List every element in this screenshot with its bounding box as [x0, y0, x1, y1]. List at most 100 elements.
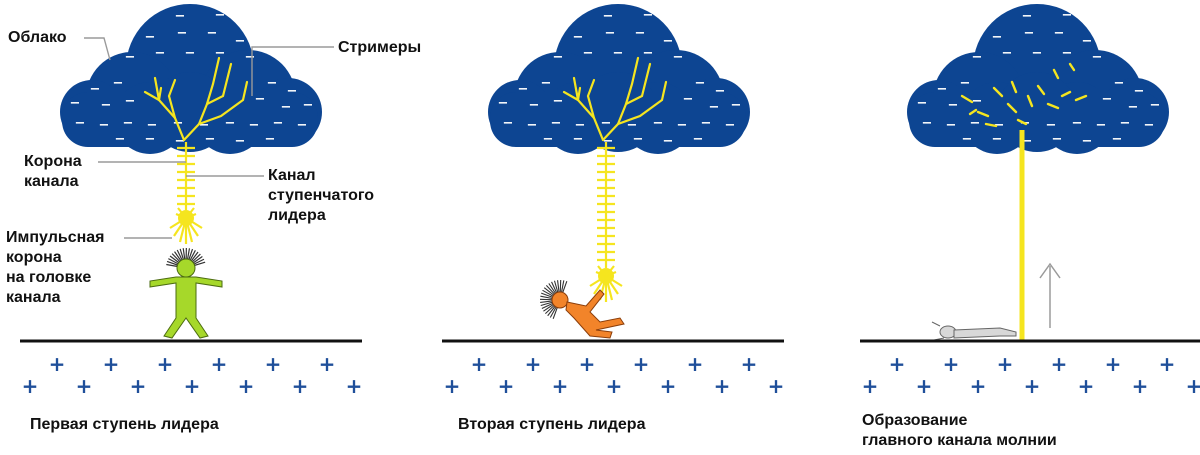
- impulse-corona-ray: [605, 275, 623, 287]
- negative-charge: −: [635, 26, 646, 41]
- streamer-branch: [624, 56, 640, 106]
- negative-charge: −: [541, 76, 552, 91]
- positive-charge: +: [943, 352, 960, 376]
- positive-charge: +: [292, 374, 309, 398]
- negative-charge: −: [962, 132, 973, 147]
- negative-charge: −: [303, 98, 314, 113]
- streamer-branch: [143, 76, 186, 142]
- negative-charge: −: [917, 96, 928, 111]
- negative-charge: −: [603, 9, 614, 24]
- negative-charge: −: [123, 116, 134, 131]
- streamer-branch: [586, 78, 596, 120]
- caption-stage-1: Первая ступень лидера: [30, 416, 219, 433]
- label-leader-channel-line3: лидера: [268, 207, 326, 224]
- negative-charge: −: [1022, 134, 1033, 149]
- negative-charge: −: [970, 116, 981, 131]
- negative-charge: −: [1102, 92, 1113, 107]
- negative-charge: −: [175, 134, 186, 149]
- ground-layer: +++++++++++++++++++++++++++++++++++++++: [20, 339, 1200, 398]
- negative-charge: −: [1002, 46, 1013, 61]
- person-lying: [931, 321, 1017, 341]
- negative-charge: −: [99, 118, 110, 133]
- positive-charge: +: [157, 352, 174, 376]
- impulse-corona-ray: [605, 275, 619, 295]
- caption-stage-3-line2: главного канала молнии: [862, 432, 1057, 449]
- streamer-branch: [616, 80, 668, 126]
- positive-charge: +: [660, 374, 677, 398]
- positive-charge: +: [889, 352, 906, 376]
- streamer-fragment: [984, 122, 998, 128]
- negative-charge: −: [235, 134, 246, 149]
- positive-charge: +: [768, 374, 785, 398]
- positive-charge: +: [741, 352, 758, 376]
- streamer-branch: [205, 56, 221, 106]
- leader-line-streamers: [251, 46, 334, 96]
- impulse-corona-ray: [173, 217, 187, 237]
- negative-charge: −: [265, 132, 276, 147]
- streamer-fragment: [1068, 62, 1076, 72]
- streamers-2: [562, 56, 668, 142]
- negative-charge: −: [673, 50, 684, 65]
- streamer-fragment: [1006, 102, 1018, 114]
- streamer-fragment: [1016, 118, 1028, 126]
- streamer-branch: [167, 78, 177, 120]
- negative-charge: −: [613, 46, 624, 61]
- negative-charge: −: [245, 50, 256, 65]
- streamer-fragment: [1046, 102, 1060, 110]
- negative-charge: −: [207, 26, 218, 41]
- positive-charge: +: [552, 374, 569, 398]
- return-stroke-arrow: [1039, 262, 1061, 328]
- caption-stage-2: Вторая ступень лидера: [458, 416, 646, 433]
- streamer-branch: [157, 86, 163, 102]
- positive-charge: +: [130, 374, 147, 398]
- negative-charge: −: [653, 116, 664, 131]
- positive-charge: +: [1024, 374, 1041, 398]
- negative-charge: −: [235, 34, 246, 49]
- negative-charge: −: [709, 100, 720, 115]
- negative-charge: −: [946, 118, 957, 133]
- ground-2: +++++++++++++: [442, 339, 785, 398]
- positive-charge: +: [579, 352, 596, 376]
- streamer-fragment: [1052, 68, 1060, 80]
- negative-charge: −: [527, 118, 538, 133]
- negative-charge: −: [683, 92, 694, 107]
- positive-charge: +: [714, 374, 731, 398]
- positive-charge: +: [103, 352, 120, 376]
- negative-charge: −: [125, 94, 136, 109]
- negative-charge: −: [287, 84, 298, 99]
- negative-charge: −: [199, 118, 210, 133]
- negative-charge: −: [125, 50, 136, 65]
- streamer-fragment: [976, 110, 990, 118]
- negative-charge: −: [1032, 46, 1043, 61]
- negative-charge: −: [281, 100, 292, 115]
- impulse-corona-ray: [604, 275, 614, 301]
- impulse-corona-ray: [185, 217, 203, 229]
- positive-charge: +: [997, 352, 1014, 376]
- positive-charge: +: [633, 352, 650, 376]
- positive-charge: +: [970, 374, 987, 398]
- negative-charge: −: [994, 118, 1005, 133]
- label-impulse-corona-line4: канала: [6, 289, 61, 306]
- streamer-branch: [197, 80, 249, 126]
- label-leader-channel-line2: ступенчатого: [268, 187, 375, 204]
- cloud-3: −−−−−−−−−−−−−−−−−−−−−−−−−−−−−−−−−−−−−: [907, 4, 1169, 154]
- label-channel-corona-line1: Корона: [24, 153, 82, 170]
- negative-charge: −: [90, 82, 101, 97]
- impulse-corona-ray: [597, 265, 607, 277]
- ground-1: +++++++++++++: [20, 339, 362, 398]
- stepped-leader-1: [169, 142, 203, 244]
- negative-charge: −: [972, 94, 983, 109]
- positive-charge: +: [1078, 374, 1095, 398]
- caption-stage-3-line1: Образование: [862, 412, 968, 429]
- person-standing: [149, 247, 223, 339]
- negative-charge: −: [529, 98, 540, 113]
- negative-charge: −: [731, 98, 742, 113]
- cloud-base: [62, 92, 318, 147]
- negative-charge: −: [948, 98, 959, 113]
- negative-charge: −: [101, 98, 112, 113]
- streamers-3: [960, 62, 1088, 128]
- negative-charge: −: [215, 46, 226, 61]
- negative-charge: −: [249, 118, 260, 133]
- positive-charge: +: [916, 374, 933, 398]
